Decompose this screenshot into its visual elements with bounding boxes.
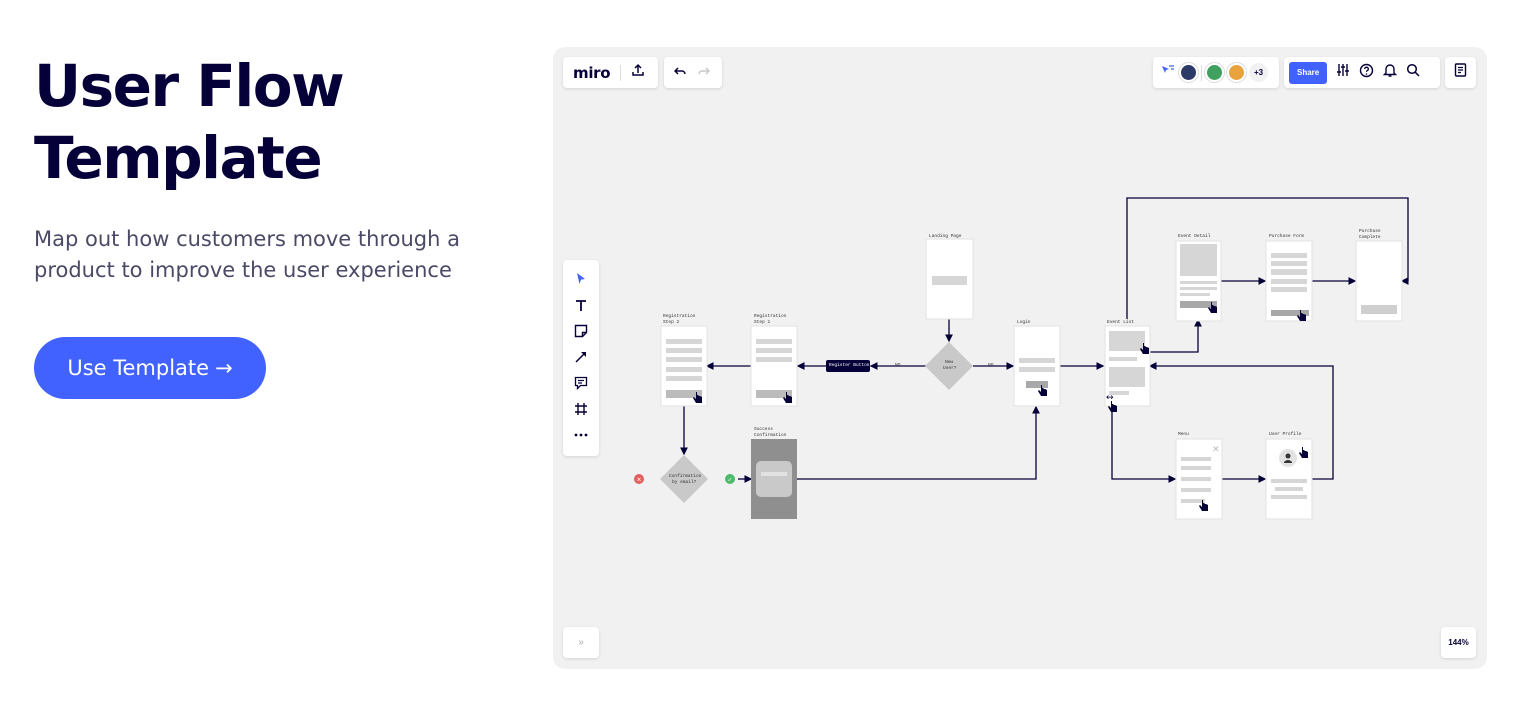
board-menu-panel: miro	[563, 57, 658, 88]
label-register-button: Register Button	[829, 363, 870, 368]
select-icon[interactable]	[572, 270, 590, 288]
label-purchase-complete-b: Complete	[1359, 235, 1381, 240]
more-collaborators-badge[interactable]: +3	[1249, 63, 1268, 82]
use-template-button[interactable]: Use Template →	[34, 337, 266, 399]
label-no-left: NO	[895, 363, 901, 368]
label-confirmation-b: by email?	[672, 480, 697, 485]
label-login: Login	[1017, 320, 1031, 325]
label-purchase-form: Purchase Form	[1269, 234, 1305, 239]
label-event-list: Event List	[1107, 320, 1135, 325]
label-new-user-2: User?	[943, 366, 957, 371]
label-registration-step1-a: Registration	[754, 314, 787, 319]
expand-icon: »	[578, 637, 584, 648]
page-title: User Flow Template	[34, 52, 345, 192]
comment-icon[interactable]	[572, 374, 590, 392]
label-registration-step2-a: Registration	[663, 314, 696, 319]
svg-text:↔: ↔	[1106, 393, 1114, 403]
label-registration-step1-b: Step 1	[754, 320, 771, 325]
divider	[620, 64, 622, 81]
text-icon[interactable]	[572, 296, 590, 314]
creation-toolbar	[563, 260, 599, 456]
zoom-level[interactable]: 144%	[1441, 627, 1476, 658]
upload-icon[interactable]	[631, 63, 645, 82]
notes-panel	[1445, 57, 1476, 88]
cursor-follow-icon[interactable]	[1160, 63, 1176, 82]
settings-sliders-icon[interactable]	[1336, 63, 1350, 82]
avatar[interactable]	[1205, 63, 1224, 82]
frame-icon[interactable]	[572, 400, 590, 418]
arrow-line-icon[interactable]	[572, 348, 590, 366]
collaborators-panel: +3	[1153, 57, 1279, 88]
undo-redo-panel	[664, 57, 722, 88]
help-icon[interactable]	[1359, 63, 1374, 83]
label-success-a: Success	[754, 427, 773, 432]
divider	[1201, 64, 1202, 81]
page-subtitle: Map out how customers move through a pro…	[34, 227, 460, 282]
undo-icon[interactable]	[673, 64, 687, 82]
zoom-level-label: 144%	[1448, 638, 1469, 647]
board-tools-panel: Share	[1284, 57, 1440, 88]
svg-text:✕: ✕	[1212, 445, 1220, 455]
label-user-profile: User Profile	[1269, 432, 1302, 437]
avatar[interactable]	[1179, 63, 1198, 82]
whiteboard-preview: ✕ ✕ ✓ ↔ Landing Page New User? NO NO Reg…	[553, 47, 1487, 669]
share-button[interactable]: Share	[1289, 61, 1328, 84]
label-no-right: NO	[988, 363, 994, 368]
miro-logo[interactable]: miro	[573, 63, 611, 82]
label-menu: Menu	[1178, 432, 1189, 437]
label-new-user-1: New	[945, 360, 954, 365]
arrow-right-icon: →	[215, 356, 233, 380]
expand-panel-button[interactable]: »	[563, 627, 599, 658]
more-icon[interactable]	[572, 426, 590, 444]
label-purchase-complete-a: Purchase	[1359, 229, 1381, 234]
use-template-label: Use Template	[67, 356, 210, 380]
search-icon[interactable]	[1406, 63, 1420, 82]
label-event-detail: Event Detail	[1178, 234, 1211, 239]
label-registration-step2-b: Step 2	[663, 320, 680, 325]
label-landing-page: Landing Page	[929, 234, 962, 239]
svg-text:✕: ✕	[637, 477, 642, 484]
label-confirmation-a: Confirmation	[669, 474, 702, 479]
svg-text:✓: ✓	[728, 477, 733, 484]
label-success-b: Confirmation	[754, 433, 787, 438]
redo-icon[interactable]	[697, 64, 711, 82]
avatar[interactable]	[1227, 63, 1246, 82]
notes-icon[interactable]	[1454, 63, 1467, 82]
user-flow-diagram: ✕ ✕ ✓ ↔	[634, 197, 1409, 520]
bell-icon[interactable]	[1383, 63, 1398, 83]
sticky-note-icon[interactable]	[572, 322, 590, 340]
